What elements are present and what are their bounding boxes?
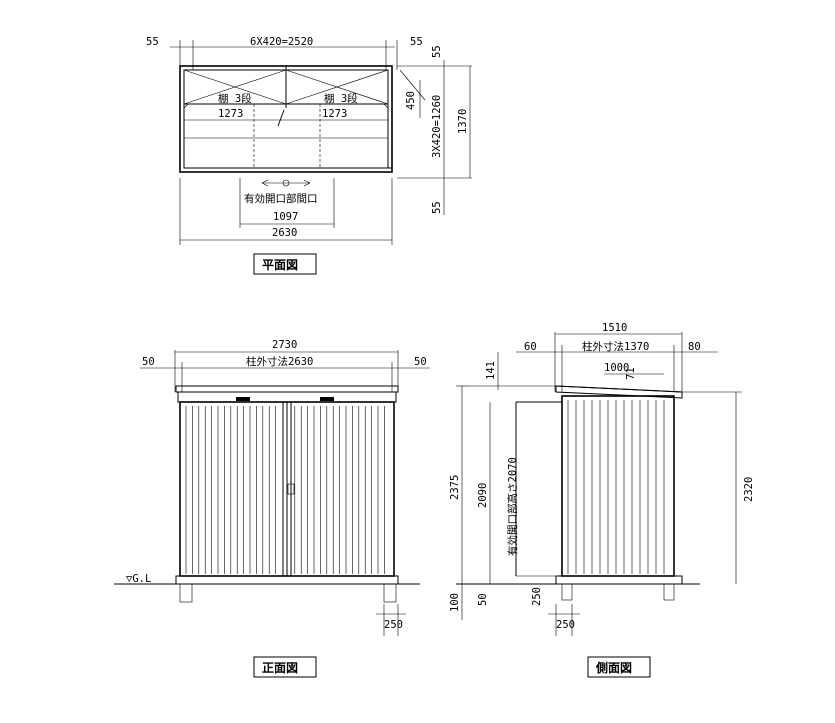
plan-opening-label: 有効開口部間口 — [244, 192, 318, 205]
side-base-250v: 250 — [531, 587, 543, 606]
side-opening-height: 有効開口部高さ2070 — [506, 457, 519, 556]
side-footing: 250 — [556, 619, 575, 631]
front-dim-left: 50 — [142, 356, 155, 368]
side-total: 1510 — [602, 322, 627, 334]
front-view: 2730 50 50 柱外寸法2630 ▽G.L 250 正面図 — [114, 339, 430, 678]
side-view-title: 側面図 — [595, 660, 632, 675]
plan-dim-right-mid: 3X420=1260 — [431, 95, 443, 158]
front-footing: 250 — [384, 619, 403, 631]
front-view-title: 正面図 — [262, 661, 298, 675]
side-height-total: 2375 — [449, 475, 461, 500]
side-slope: 1000 — [604, 362, 629, 374]
side-height-right: 2320 — [743, 477, 755, 502]
plan-width-left: 1273 — [218, 108, 243, 120]
plan-dim-right-bot: 55 — [431, 201, 443, 214]
plan-opening-value: 1097 — [273, 211, 298, 223]
plan-shelf-left: 棚 3段 — [218, 92, 252, 105]
front-dim-right: 50 — [414, 356, 427, 368]
plan-dim-top-mid: 6X420=2520 — [250, 36, 313, 48]
side-base-50: 50 — [477, 593, 489, 606]
plan-total: 2630 — [272, 227, 297, 239]
side-height-open: 2090 — [477, 483, 489, 508]
side-dim-left: 60 — [524, 341, 537, 353]
plan-dim-right-top: 55 — [431, 45, 443, 58]
plan-dim-top-right: 55 — [410, 36, 423, 48]
plan-width-right: 1273 — [322, 108, 347, 120]
plan-dim-top-left: 55 — [146, 36, 159, 48]
side-view: 1510 60 80 柱外寸法1370 141 1000 71 有効開口部高さ2… — [449, 322, 755, 678]
plan-dim-right-total: 1370 — [457, 109, 469, 134]
plan-view-title: 平面図 — [262, 258, 298, 272]
side-eave: 141 — [485, 361, 497, 380]
front-pillar: 柱外寸法2630 — [246, 355, 313, 368]
plan-dim-right-450: 450 — [405, 91, 417, 110]
front-siding-ribs — [185, 406, 385, 574]
side-dim-right: 80 — [688, 341, 701, 353]
plan-shelf-right: 棚 3段 — [324, 92, 358, 105]
front-total: 2730 — [272, 339, 297, 351]
plan-view: 55 6X420=2520 55 棚 3段 棚 3段 1273 1273 — [146, 36, 472, 275]
ground-level: ▽G.L — [126, 573, 151, 585]
side-pillar: 柱外寸法1370 — [582, 340, 649, 353]
side-base-100: 100 — [449, 593, 461, 612]
side-siding-ribs — [567, 400, 665, 574]
side-rise: 71 — [625, 367, 637, 380]
